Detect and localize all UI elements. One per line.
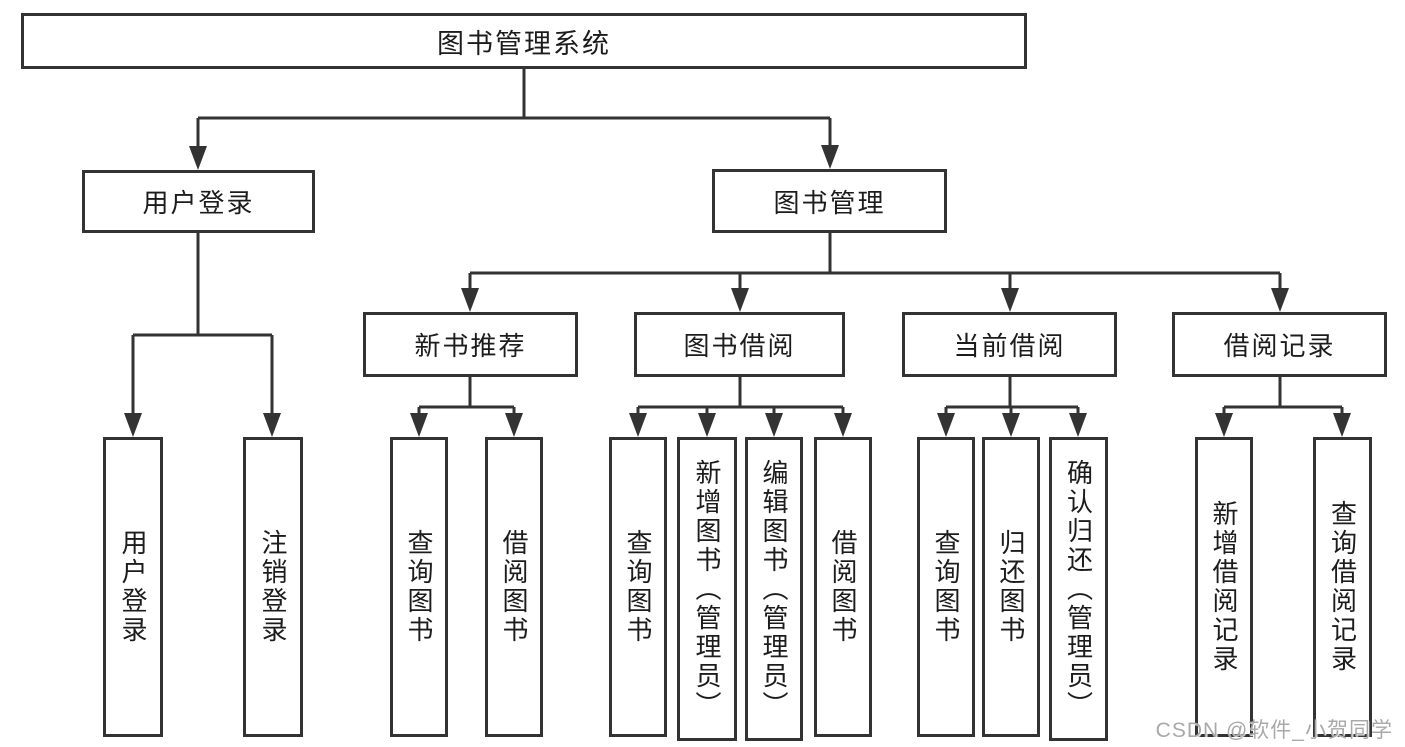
arrowhead-icon bbox=[124, 413, 142, 437]
leaf-user-login: 用户登录 bbox=[103, 437, 163, 737]
leaf-query-borrow-record: 查询借阅记录 bbox=[1313, 437, 1372, 737]
arrowhead-icon bbox=[698, 413, 716, 437]
node-label: 借阅记录 bbox=[1223, 331, 1336, 361]
leaf-label: 查询图书 bbox=[404, 529, 434, 645]
leaf-label: 查询借阅记录 bbox=[1327, 500, 1358, 674]
leaf-label: 借阅图书 bbox=[828, 529, 858, 645]
leaf-borrow-books: 借阅图书 bbox=[814, 437, 872, 737]
connector-root-bus bbox=[196, 69, 832, 150]
arrowhead-icon bbox=[937, 413, 955, 437]
arrowhead-icon bbox=[629, 413, 647, 437]
node-label: 图书管理 bbox=[773, 187, 886, 218]
leaf-label: 注销登录 bbox=[258, 529, 288, 645]
leaf-return-books: 归还图书 bbox=[982, 437, 1040, 737]
leaf-query-books-newbook: 查询图书 bbox=[390, 437, 448, 737]
node-label: 当前借阅 bbox=[953, 331, 1066, 361]
leaf-borrow-books-newbook: 借阅图书 bbox=[485, 437, 543, 737]
leaf-label: 新增借阅记录 bbox=[1209, 500, 1239, 674]
node-book-borrow: 图书借阅 bbox=[634, 312, 845, 377]
arrowhead-icon bbox=[263, 413, 281, 437]
leaf-confirm-return-admin: 确认归还（管理员） bbox=[1049, 437, 1108, 741]
node-book-management: 图书管理 bbox=[712, 169, 947, 233]
arrowhead-icon bbox=[461, 288, 479, 312]
arrowhead-icon bbox=[1333, 413, 1351, 437]
node-library-system: 图书管理系统 bbox=[21, 13, 1027, 69]
leaf-query-books-borrow: 查询图书 bbox=[609, 437, 667, 737]
arrowhead-icon bbox=[765, 413, 783, 437]
connector-new-book-group bbox=[417, 377, 516, 417]
leaf-label: 归还图书 bbox=[996, 529, 1026, 645]
leaf-label: 新增图书（管理员） bbox=[692, 458, 722, 720]
leaf-label: 确认归还（管理员） bbox=[1063, 458, 1094, 720]
leaf-label: 查询图书 bbox=[623, 529, 653, 645]
leaf-add-book-admin: 新增图书（管理员） bbox=[677, 437, 737, 741]
arrowhead-icon bbox=[1001, 288, 1019, 312]
arrowhead-icon bbox=[731, 288, 749, 312]
node-label: 图书借阅 bbox=[683, 331, 796, 361]
leaf-query-books-current: 查询图书 bbox=[917, 437, 975, 737]
node-label: 用户登录 bbox=[142, 188, 255, 218]
leaf-label: 编辑图书（管理员） bbox=[759, 458, 789, 720]
leaf-label: 查询图书 bbox=[931, 529, 961, 645]
arrowhead-icon bbox=[410, 413, 428, 437]
node-borrow-records: 借阅记录 bbox=[1172, 312, 1387, 377]
node-user-login: 用户登录 bbox=[82, 170, 315, 233]
node-label: 图书管理系统 bbox=[437, 28, 611, 59]
node-label: 新书推荐 bbox=[414, 331, 527, 361]
leaf-logout: 注销登录 bbox=[243, 437, 303, 737]
connector-records-group bbox=[1222, 377, 1344, 417]
connector-user-login-group bbox=[131, 233, 274, 417]
connector-borrow-group bbox=[636, 377, 845, 417]
connector-current-group bbox=[944, 377, 1080, 417]
connector-book-mgmt-bus bbox=[468, 233, 1282, 292]
arrowhead-icon bbox=[1215, 413, 1233, 437]
arrowhead-icon bbox=[821, 145, 839, 169]
arrowhead-icon bbox=[505, 413, 523, 437]
arrowhead-icon bbox=[1002, 413, 1020, 437]
node-current-borrow: 当前借阅 bbox=[902, 312, 1117, 377]
arrowhead-icon bbox=[1069, 413, 1087, 437]
leaf-label: 用户登录 bbox=[118, 529, 148, 645]
arrowhead-icon bbox=[834, 413, 852, 437]
node-new-book-recommend: 新书推荐 bbox=[363, 312, 578, 377]
csdn-watermark: CSDN @软件_小贺同学 bbox=[1155, 719, 1393, 742]
arrowhead-icon bbox=[189, 146, 207, 170]
leaf-label: 借阅图书 bbox=[499, 529, 529, 645]
arrowhead-icon bbox=[1271, 288, 1289, 312]
leaf-edit-book-admin: 编辑图书（管理员） bbox=[745, 437, 803, 741]
leaf-add-borrow-record: 新增借阅记录 bbox=[1195, 437, 1253, 737]
